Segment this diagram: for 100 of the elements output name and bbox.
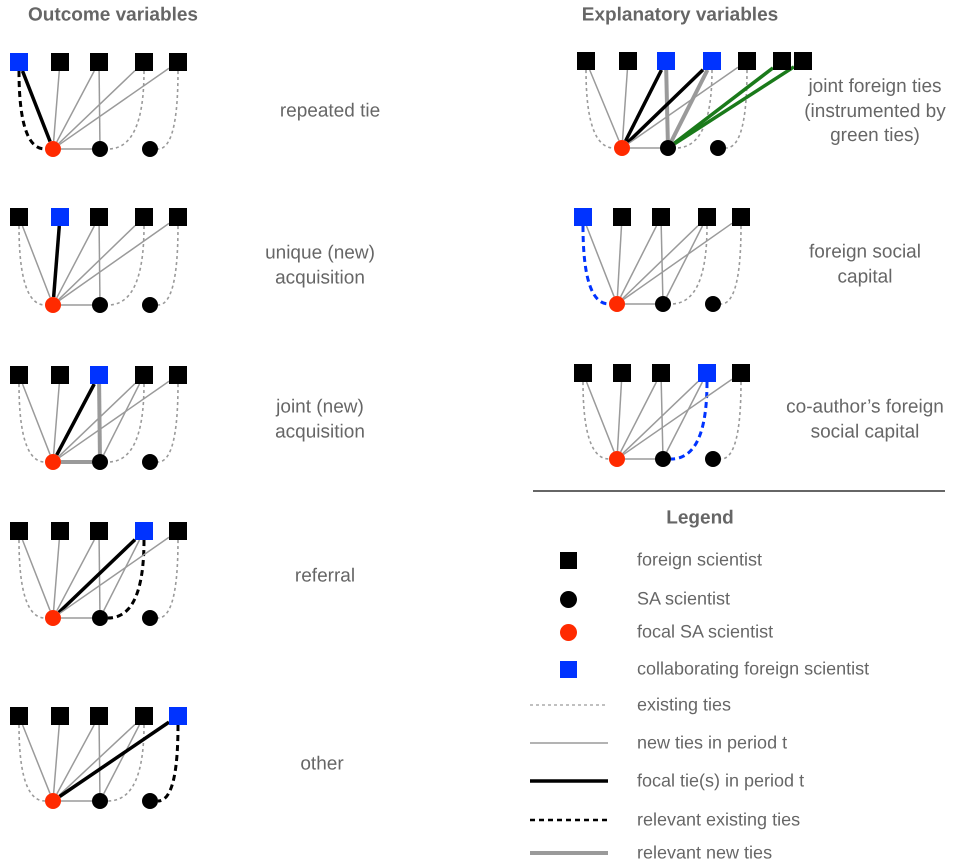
square-node <box>169 208 187 226</box>
panel-caption: other <box>299 752 345 777</box>
dashed-tie-arc <box>158 724 180 802</box>
circle-node <box>45 793 61 809</box>
square-node <box>652 364 670 382</box>
dashed-tie-arc <box>18 384 46 463</box>
square-node <box>698 208 716 226</box>
square-node <box>738 52 756 70</box>
circle-node <box>92 297 108 313</box>
tie-line <box>58 538 136 614</box>
square-node <box>135 53 153 71</box>
square-node <box>698 364 716 382</box>
circle-node <box>45 297 61 313</box>
square-node <box>613 364 631 382</box>
tie-line <box>622 70 628 140</box>
square-node <box>169 53 187 71</box>
dashed-tie-arc <box>18 226 46 306</box>
square-node <box>619 52 637 70</box>
square-node <box>90 208 108 226</box>
tie-line <box>102 540 140 612</box>
dashed-tie-arc <box>676 70 713 149</box>
tie-line <box>52 384 60 454</box>
square-node <box>732 364 750 382</box>
dashed-tie-arc <box>720 226 742 305</box>
tie-line <box>625 458 655 460</box>
tie-line <box>22 540 51 611</box>
square-node <box>574 208 592 226</box>
tie-line <box>623 378 732 456</box>
tie-line <box>52 70 60 142</box>
circle-node <box>660 140 676 156</box>
tie-line <box>660 226 664 296</box>
square-node <box>169 366 187 384</box>
tie-line <box>622 381 699 454</box>
dashed-tie-arc <box>670 382 708 460</box>
dashed-tie-arc <box>158 540 179 619</box>
square-node <box>51 522 69 540</box>
tie-line <box>22 724 51 794</box>
tie-line <box>61 304 92 306</box>
tie-line <box>98 71 101 142</box>
circle-node <box>710 140 726 156</box>
dashed-tie-arc <box>670 226 708 305</box>
square-node <box>10 707 28 725</box>
dashed-tie-arc <box>108 384 145 463</box>
legend-label: existing ties <box>637 694 732 716</box>
tie-line <box>56 724 95 794</box>
legend-label: collaborating foreign scientist <box>637 658 870 680</box>
tie-line <box>22 226 51 298</box>
tie-line <box>628 66 738 144</box>
circle-node <box>92 141 108 157</box>
section-heading: Outcome variables <box>26 4 200 28</box>
square-node <box>613 208 631 226</box>
circle-node <box>142 297 158 313</box>
square-node <box>51 707 69 725</box>
square-node <box>90 366 108 384</box>
square-node <box>794 52 812 70</box>
tie-line <box>98 226 101 298</box>
tie-line <box>58 724 136 796</box>
tie-line <box>664 70 670 140</box>
tie-line <box>56 540 95 612</box>
tie-line <box>660 382 664 452</box>
tie-line <box>666 382 704 452</box>
circle-node <box>92 793 108 809</box>
legend-label: new ties in period t <box>637 732 788 754</box>
dashed-tie-arc <box>18 70 46 150</box>
square-node <box>652 208 670 226</box>
circle-node <box>92 610 108 626</box>
dashed-tie-arc <box>582 382 610 460</box>
tie-line <box>52 540 60 610</box>
circle-node <box>614 140 630 156</box>
square-node <box>10 208 28 226</box>
square-node <box>773 52 791 70</box>
circle-node <box>45 454 61 470</box>
circle-node <box>142 793 158 809</box>
square-node <box>51 366 69 384</box>
square-node <box>703 52 721 70</box>
tie-line <box>674 65 795 146</box>
legend-label: focal tie(s) in period t <box>637 770 804 792</box>
section-heading: Explanatory variables <box>580 4 780 28</box>
square-node <box>574 364 592 382</box>
tie-line <box>616 382 622 452</box>
circle-node <box>45 610 61 626</box>
tie-line <box>624 69 663 142</box>
tie-line <box>670 69 710 142</box>
tie-line <box>589 70 620 141</box>
panel-caption: referral <box>294 564 356 589</box>
tie-line <box>59 536 170 614</box>
dashed-tie-arc <box>108 724 145 802</box>
square-node <box>135 366 153 384</box>
tie-line <box>98 540 101 610</box>
tie-line <box>59 68 170 146</box>
tie-line <box>625 303 655 305</box>
square-node <box>90 522 108 540</box>
tie-line <box>59 222 170 301</box>
legend-label: focal SA scientist <box>637 622 774 642</box>
tie-line <box>56 70 95 142</box>
tie-line <box>20 70 52 142</box>
panel-caption: joint foreign ties (instrumented by green ties) <box>803 74 947 148</box>
tie-line <box>620 382 658 452</box>
square-node <box>657 52 675 70</box>
circle-node <box>705 451 721 467</box>
